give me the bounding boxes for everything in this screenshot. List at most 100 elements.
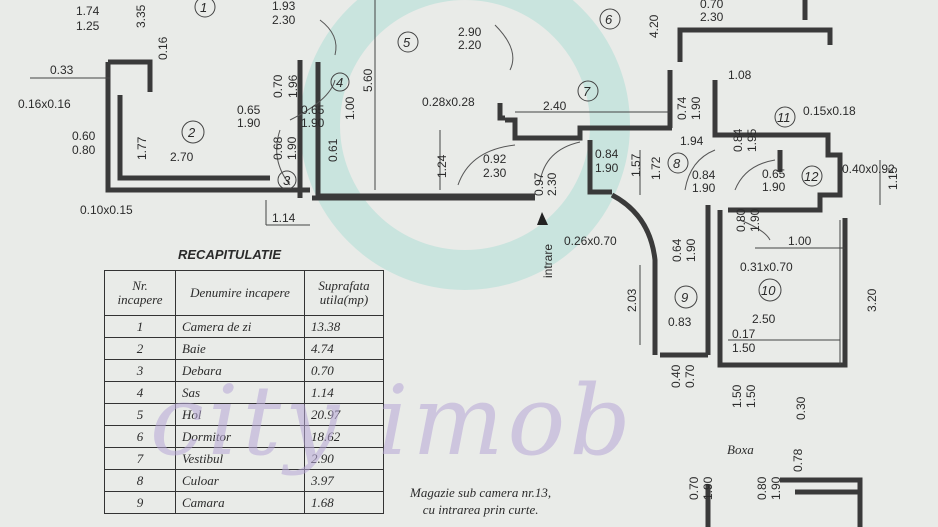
boxa-label: Boxa [727, 442, 754, 457]
svg-text:1.50: 1.50 [730, 384, 744, 408]
svg-text:0.65: 0.65 [301, 103, 325, 117]
room-5-label: 5 [403, 35, 411, 50]
svg-text:0.70: 0.70 [700, 0, 724, 11]
svg-text:2.03: 2.03 [625, 288, 639, 312]
svg-text:0.17: 0.17 [732, 327, 756, 341]
svg-text:0.97: 0.97 [532, 172, 546, 196]
svg-text:3.35: 3.35 [134, 4, 148, 28]
entrance-arrow-icon [537, 212, 548, 225]
svg-text:3.20: 3.20 [865, 288, 879, 312]
svg-text:1.50: 1.50 [732, 341, 756, 355]
room-12-label: 12 [804, 169, 819, 184]
svg-text:0.64: 0.64 [670, 238, 684, 262]
row-area: 4.74 [304, 337, 384, 360]
svg-text:2.30: 2.30 [545, 172, 559, 196]
row-name: Camara [175, 491, 305, 514]
svg-text:1.90: 1.90 [701, 476, 715, 500]
svg-text:1.90: 1.90 [762, 180, 786, 194]
room-9-label: 9 [681, 290, 688, 305]
room-10-label: 10 [761, 283, 776, 298]
svg-text:1.90: 1.90 [595, 161, 619, 175]
svg-text:0.60: 0.60 [72, 129, 96, 143]
svg-text:0.61: 0.61 [326, 138, 340, 162]
svg-text:0.15x0.18: 0.15x0.18 [803, 104, 856, 118]
svg-text:2.40: 2.40 [543, 99, 567, 113]
row-name: Vestibul [175, 447, 305, 470]
svg-text:5.60: 5.60 [361, 68, 375, 92]
svg-text:1.96: 1.96 [286, 74, 300, 98]
room-4-label: 4 [336, 75, 343, 90]
table-title: RECAPITULATIE [178, 247, 282, 262]
svg-text:0.74: 0.74 [675, 96, 689, 120]
watermark-text: city imob [150, 365, 635, 477]
svg-text:0.84: 0.84 [692, 168, 716, 182]
row-nr: 1 [104, 315, 176, 338]
svg-text:0.16x0.16: 0.16x0.16 [18, 97, 71, 111]
svg-text:0.80: 0.80 [734, 208, 748, 232]
svg-text:1.94: 1.94 [680, 134, 704, 148]
svg-text:1.90: 1.90 [237, 116, 261, 130]
room-3-label: 3 [283, 173, 291, 188]
svg-text:2.30: 2.30 [272, 13, 296, 27]
svg-text:1.90: 1.90 [689, 96, 703, 120]
svg-text:1.90: 1.90 [748, 208, 762, 232]
row-area: 1.68 [304, 491, 384, 514]
row-nr: 9 [104, 491, 176, 514]
svg-text:0.68: 0.68 [271, 136, 285, 160]
row-area: 3.97 [304, 469, 384, 492]
svg-text:0.30: 0.30 [794, 396, 808, 420]
svg-text:1.25: 1.25 [76, 19, 100, 33]
svg-text:1.00: 1.00 [343, 96, 357, 120]
room-7-label: 7 [583, 84, 591, 99]
room-11-label: 11 [777, 110, 791, 125]
svg-text:0.80: 0.80 [755, 476, 769, 500]
svg-text:0.70: 0.70 [683, 364, 697, 388]
dimension-labels: 1.74 1.25 3.35 1.93 2.30 2.90 2.20 4.20 … [18, 0, 900, 500]
svg-text:1.24: 1.24 [435, 154, 449, 178]
room-6-label: 6 [605, 12, 613, 27]
svg-text:1.74: 1.74 [76, 4, 100, 18]
svg-text:0.26x0.70: 0.26x0.70 [564, 234, 617, 248]
svg-text:1.00: 1.00 [788, 234, 812, 248]
room-markers: 1 2 3 4 5 6 7 8 9 10 11 12 [181, 0, 823, 309]
svg-text:0.83: 0.83 [668, 315, 692, 329]
storage-note: Magazie sub camera nr.13, cu intrarea pr… [410, 484, 551, 518]
svg-text:0.70: 0.70 [687, 476, 701, 500]
svg-text:0.10x0.15: 0.10x0.15 [80, 203, 133, 217]
storage-note-line-1: Magazie sub camera nr.13, [410, 485, 552, 500]
door-swings [276, 19, 776, 241]
room-2-label: 2 [187, 125, 196, 140]
header-nr: Nr. incapere [104, 270, 176, 316]
svg-text:2.90: 2.90 [458, 25, 482, 39]
svg-text:1.90: 1.90 [684, 238, 698, 262]
svg-text:0.65: 0.65 [237, 103, 261, 117]
row-name: Baie [175, 337, 305, 360]
svg-text:1.50: 1.50 [744, 384, 758, 408]
svg-text:0.80: 0.80 [72, 143, 96, 157]
row-nr: 2 [104, 337, 176, 360]
row-area: 20.97 [304, 403, 384, 426]
walls [105, 0, 863, 527]
svg-text:0.78: 0.78 [791, 448, 805, 472]
svg-text:1.90: 1.90 [692, 181, 716, 195]
svg-text:2.70: 2.70 [170, 150, 194, 164]
svg-text:0.65: 0.65 [762, 167, 786, 181]
dimension-lines [30, 0, 881, 365]
svg-text:1.77: 1.77 [135, 136, 149, 160]
svg-text:1.95: 1.95 [745, 128, 759, 152]
svg-text:0.70: 0.70 [271, 74, 285, 98]
header-area: Suprafata utila(mp) [304, 270, 384, 316]
storage-note-line-2: cu intrarea prin curte. [422, 502, 539, 517]
svg-text:1.90: 1.90 [285, 136, 299, 160]
svg-text:0.40x0.92: 0.40x0.92 [842, 162, 895, 176]
svg-text:1.08: 1.08 [728, 68, 752, 82]
svg-text:2.30: 2.30 [700, 10, 724, 24]
svg-text:2.30: 2.30 [483, 166, 507, 180]
svg-text:0.84: 0.84 [731, 128, 745, 152]
